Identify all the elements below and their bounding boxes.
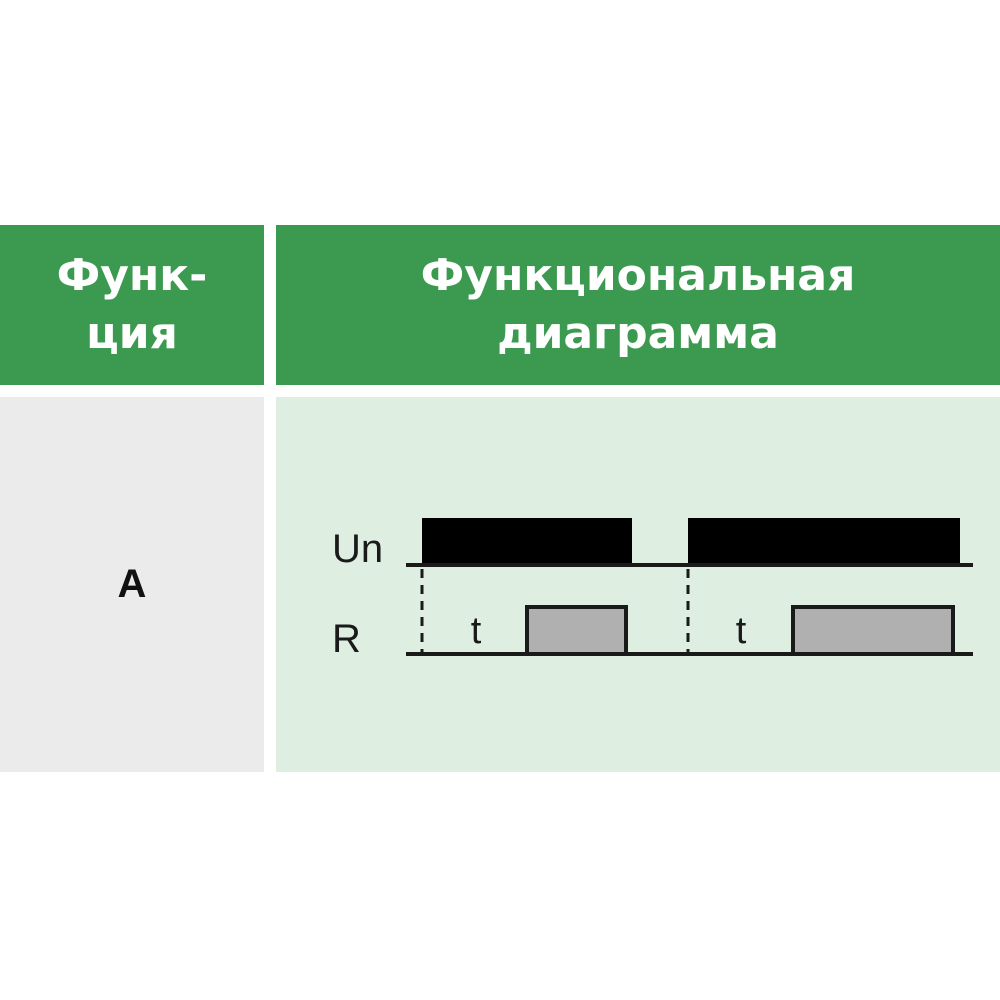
delay-label-2: t [736,610,747,652]
r-pulse-1 [525,605,628,656]
diagram-header-line2: диаграмма [497,308,779,359]
function-code: A [117,562,147,606]
diagram-cell: Un R t t [276,397,1000,772]
timing-diagram: Un R t t [332,518,973,661]
r-signal-label: R [332,617,361,661]
function-cell: A [0,397,264,772]
function-header-line2: ция [86,308,178,359]
un-signal-label: Un [332,527,383,571]
function-header-line1: Функ- [56,250,208,301]
diagram-header-line1: Функциональная [420,250,856,301]
un-pulse-2 [688,518,960,565]
un-pulse-1 [422,518,632,565]
delay-label-1: t [471,610,482,652]
function-column-header: Функ- ция [0,225,264,385]
diagram-column-header: Функциональная диаграмма [276,225,1000,385]
r-pulse-2 [791,605,955,656]
